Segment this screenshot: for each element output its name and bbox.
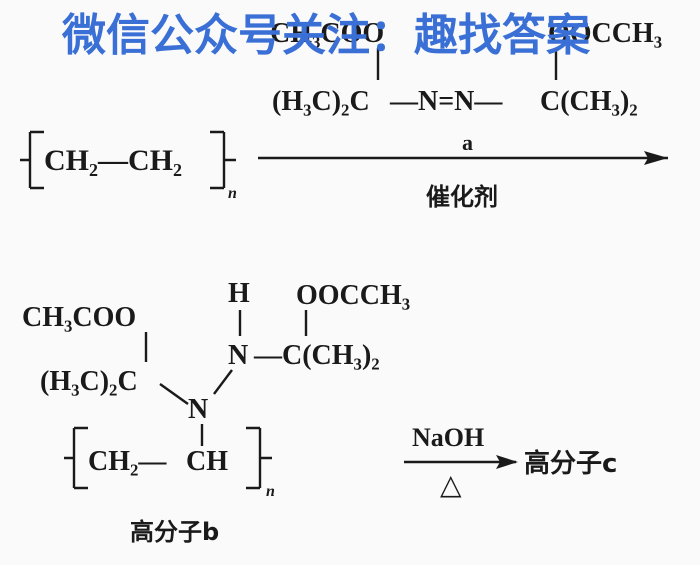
b-chain-ch2: CH₂—	[88, 446, 167, 477]
catalyst-label: 催化剂	[426, 183, 498, 211]
azo-initiator: CH₃COO (H₃C)₂C —N=N— OOCCH₃ C(CH₃)₂	[270, 18, 662, 117]
b-right-nitrogen: N	[228, 340, 248, 371]
right-bracket	[210, 130, 236, 190]
b-right-bracket	[246, 426, 272, 490]
b-n-to-n-bond	[213, 369, 233, 395]
reagent-left-carbon: (H₃C)₂C	[272, 86, 370, 117]
b-repeat-subscript-n: n	[266, 483, 275, 500]
left-bracket	[20, 130, 44, 190]
b-hydrogen: H	[228, 278, 250, 309]
reaction-arrow-1: a 催化剂	[258, 130, 668, 211]
repeat-subscript-n: n	[228, 185, 237, 202]
b-c-to-n-bond	[159, 383, 189, 405]
reagent-left-acetoxy: CH₃COO	[270, 18, 384, 49]
b-center-nitrogen: N	[188, 394, 208, 425]
polymer-c-label: 高分子c	[524, 448, 617, 479]
watermark-text: 微信公众号关注：趣找答案	[61, 10, 591, 61]
b-right-acetoxy: OOCCH₃	[296, 280, 410, 311]
azo-group: —N=N—	[389, 86, 503, 117]
polyethylene-unit: CH₂—CH₂ n	[20, 130, 237, 202]
b-right-carbon: —C(CH₃)₂	[253, 340, 380, 371]
arrow-head	[644, 151, 668, 165]
polymer-b-structure: CH₃COO (H₃C)₂C N H N OOCCH₃ —C(CH₃)₂ CH₂…	[22, 278, 410, 546]
naoh-label: NaOH	[412, 423, 484, 452]
reaction-arrow-2: NaOH △ 高分子c	[404, 423, 617, 501]
b-chain-ch: CH	[186, 446, 228, 477]
heat-symbol: △	[440, 470, 462, 501]
polyethylene-chain: CH₂—CH₂	[44, 144, 182, 177]
b-left-carbon: (H₃C)₂C	[40, 366, 138, 397]
b-left-bracket	[64, 426, 88, 490]
b-left-acetoxy: CH₃COO	[22, 302, 136, 333]
reagent-right-carbon: C(CH₃)₂	[540, 86, 638, 117]
label-a: a	[462, 130, 473, 155]
arrow2-head	[496, 455, 518, 469]
polymer-b-caption: 高分子b	[130, 518, 219, 546]
reagent-right-acetoxy: OOCCH₃	[548, 18, 662, 49]
